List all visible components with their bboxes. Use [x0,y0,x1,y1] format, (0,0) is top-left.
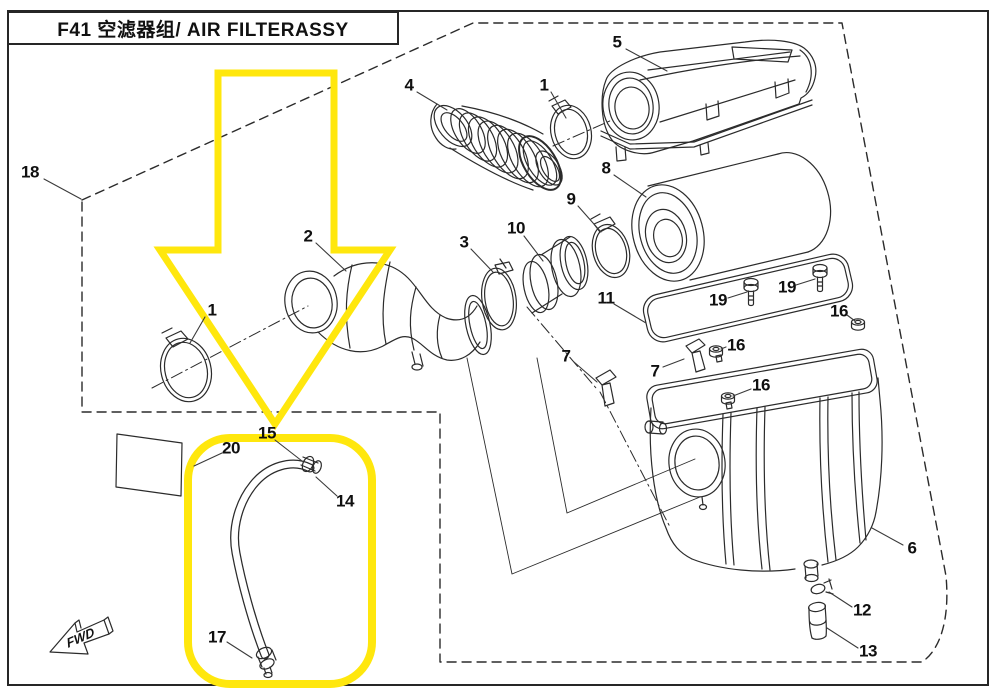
leader-line-13 [826,627,859,649]
leader-line-12 [828,591,853,608]
page-title: F41 空滤器组/ AIR FILTERASSY [57,19,349,41]
part-art-nut-16-a [850,318,866,331]
leader-line-19 [795,278,816,286]
leader-line-6 [871,527,904,546]
leader-line-9 [577,205,602,233]
part-art-drain-hose-15 [230,455,322,679]
part-art-clamp-3 [481,258,517,331]
leader-line-1 [189,316,206,344]
fwd-arrow: FWD [49,616,114,655]
leader-line-4 [416,91,448,111]
leader-lines [43,48,904,659]
highlight-arrow [153,69,397,431]
part-art-clamp-1-upper [548,95,593,160]
title-block: F41 空滤器组/ AIR FILTERASSY [7,11,399,45]
part-art-nut-16-c [720,392,736,405]
part-art-clamp-1-lower [159,327,213,403]
leader-line-5 [625,48,668,72]
part-art-corrugated-duct-4 [430,103,563,191]
leader-line-19 [727,291,748,299]
leader-line-20 [193,452,223,467]
leader-line-7 [573,361,598,383]
leader-line-10 [523,235,544,262]
highlight-box [184,434,376,688]
leader-line-11 [613,303,647,324]
long-pointer-lines [466,357,701,575]
part-art-filter-element-8 [631,151,832,282]
leader-line-14 [315,476,338,497]
part-art-bolt-19-b [812,263,828,293]
leader-line-15 [274,439,303,462]
leader-line-7 [662,358,685,368]
leader-line-17 [226,641,253,659]
leader-line-18 [43,178,82,200]
part-art-airbox-6 [644,348,883,583]
part-art-cover-5 [600,39,817,162]
leader-line-2 [315,242,347,272]
leader-line-3 [470,248,494,273]
part-art-sticker-20 [115,433,183,497]
leader-line-8 [613,174,647,198]
leader-line-16 [732,388,752,397]
leader-line-16 [846,314,856,322]
part-art-drain-plug-13 [807,601,828,640]
leader-line-16 [720,346,727,350]
part-art-clip-7-a [595,369,617,407]
leader-line-1 [550,91,567,119]
page-border [7,10,989,686]
highlight-annotations [153,69,397,688]
part-art-sleeve-10 [522,235,589,314]
part-art-gasket-11 [642,253,854,343]
assembly-axis-lines [151,119,671,528]
part-art-bolt-19-a [743,277,759,307]
part-art-clip-7-b [685,338,706,373]
part-art-intake-tube-2 [284,261,492,371]
